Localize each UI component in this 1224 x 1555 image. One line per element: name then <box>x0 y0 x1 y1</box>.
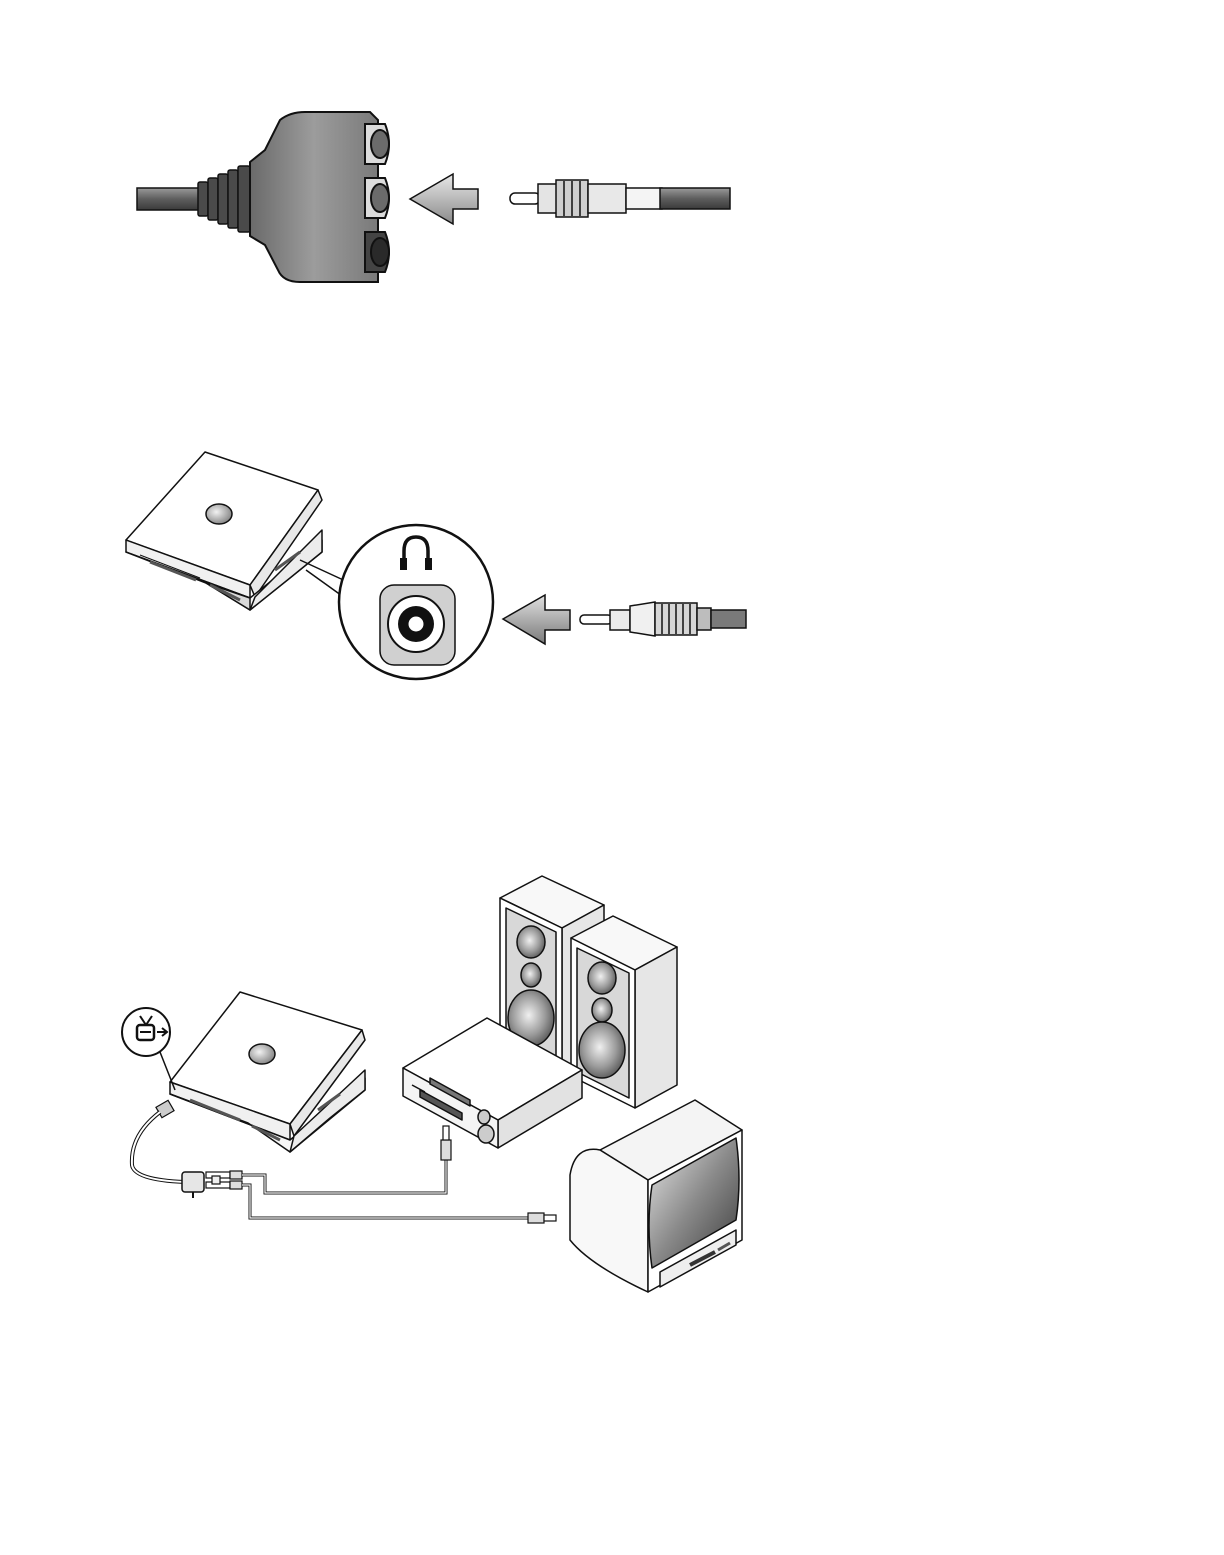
figure-1-svg <box>0 90 1224 300</box>
figure-2-svg <box>0 440 1224 690</box>
rca-jack-top <box>365 124 389 164</box>
figure-3-tv-audio-setup <box>0 860 1224 1310</box>
tv-out-pointer <box>160 1052 175 1090</box>
arrow-left-icon <box>410 174 478 224</box>
rca-jack-middle <box>365 178 389 218</box>
plug-cable <box>660 188 730 209</box>
audio-plug <box>441 1126 451 1160</box>
speaker-left-tweeter <box>517 926 545 958</box>
figure-1-rca-adapter <box>0 90 1224 300</box>
video-plug <box>528 1213 556 1223</box>
audio-jack <box>380 585 455 665</box>
adapter-housing <box>250 112 378 282</box>
speaker-right-woofer <box>579 1022 625 1078</box>
tv-out-icon <box>122 1008 170 1056</box>
speaker-right-midrange <box>592 998 612 1022</box>
video-cable <box>242 1185 528 1218</box>
figure-3-svg <box>0 860 1224 1310</box>
notebook-computer <box>126 452 322 610</box>
speaker-left-midrange <box>521 963 541 987</box>
rca-plugs <box>206 1171 242 1189</box>
rca-plug <box>510 180 662 217</box>
speaker-right <box>571 916 677 1108</box>
plug-cable <box>711 610 746 628</box>
figure-2-headphone-connector <box>0 440 1224 690</box>
speaker-right-tweeter <box>588 962 616 994</box>
mini-plug <box>580 602 711 636</box>
strain-relief <box>198 166 250 232</box>
rca-jack-bottom <box>365 232 389 272</box>
television <box>570 1100 742 1292</box>
headphone-icon-left-cup <box>400 558 407 570</box>
notebook-computer <box>170 992 365 1152</box>
arrow-left-icon <box>503 595 570 644</box>
audio-cable <box>242 1160 446 1193</box>
s-video-adapter-cable <box>132 1100 204 1198</box>
headphone-icon-right-cup <box>425 558 432 570</box>
